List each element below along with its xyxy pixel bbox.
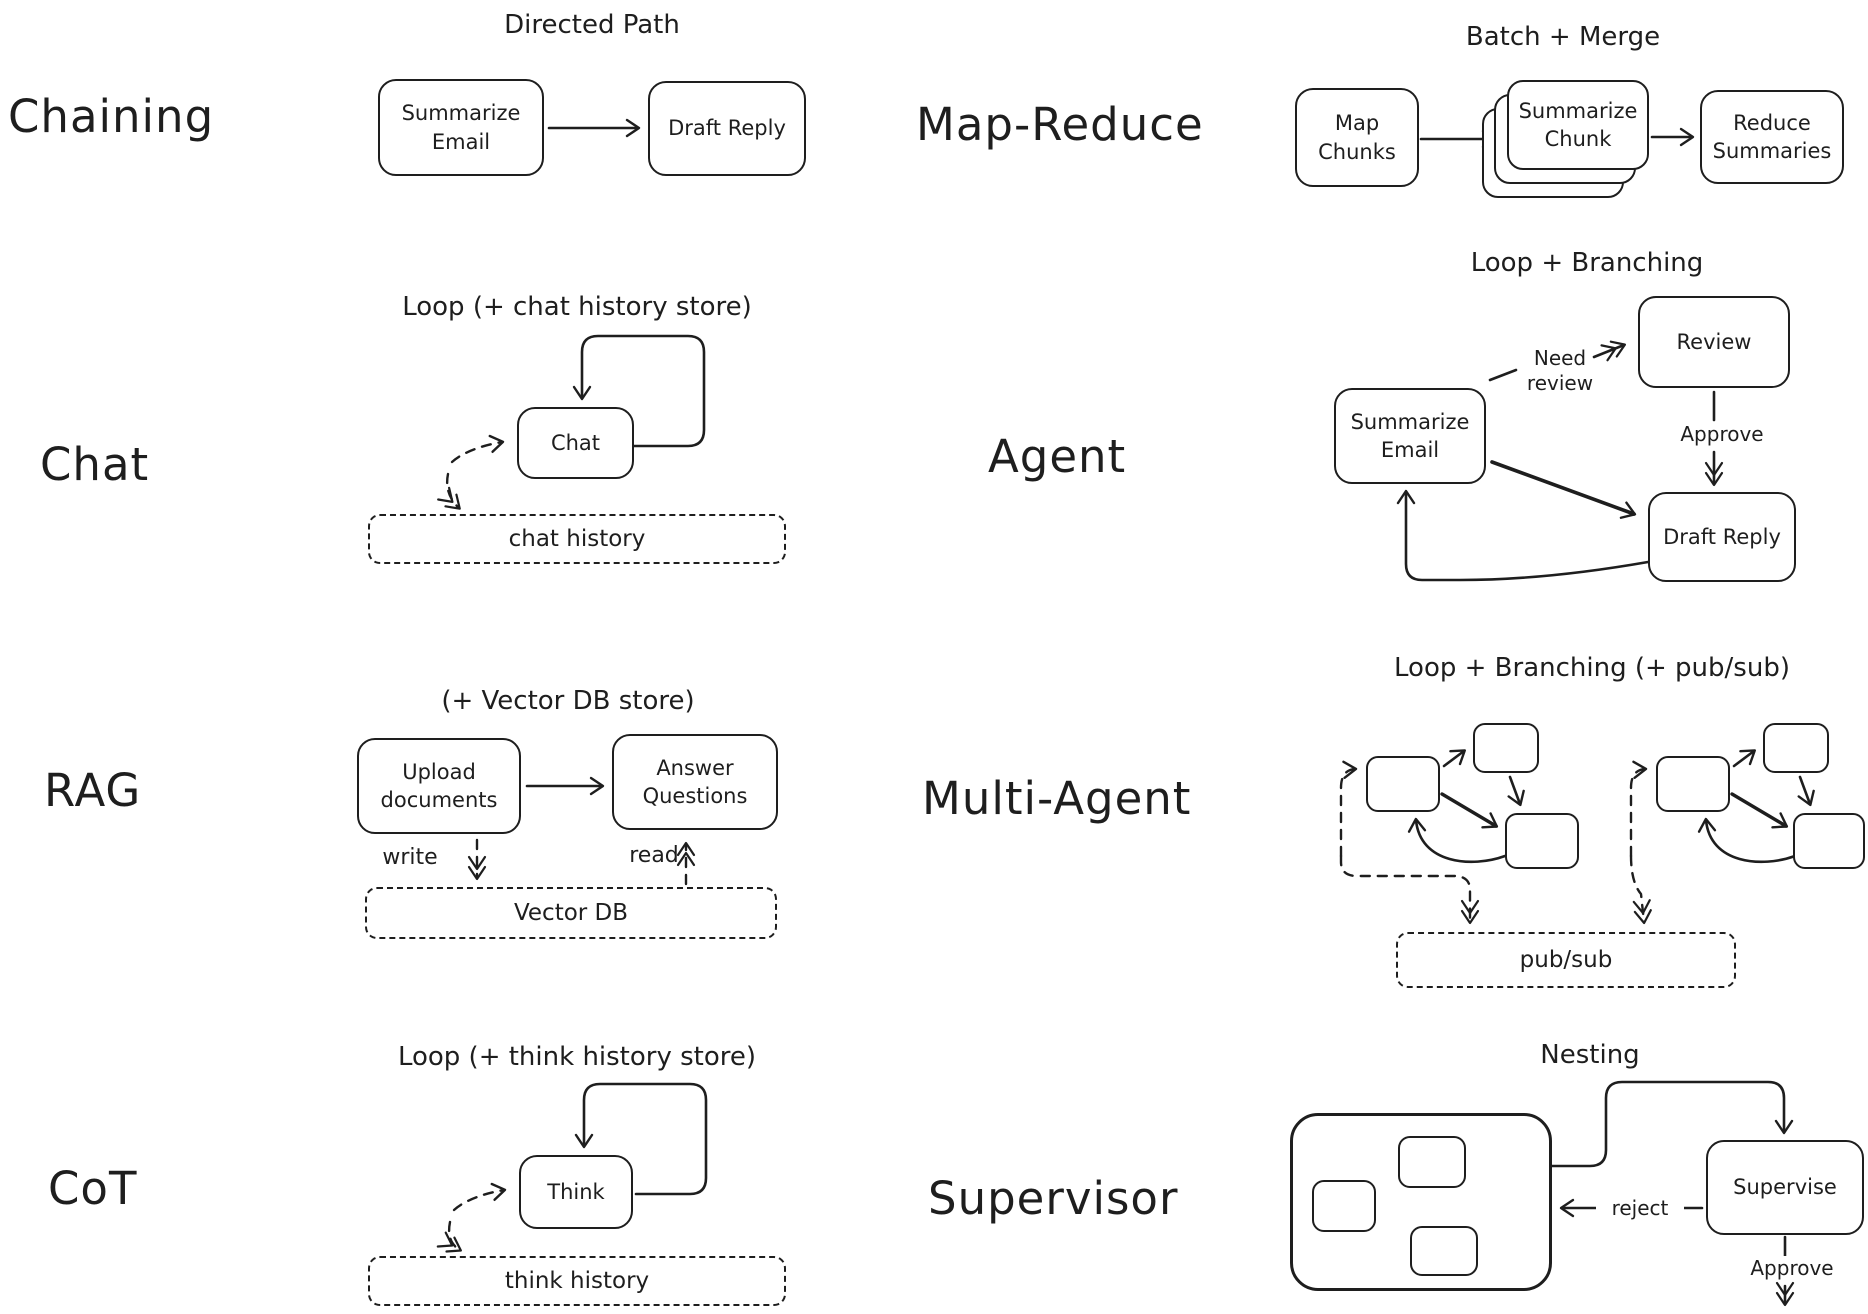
node-agent-review: Review [1638, 296, 1790, 388]
edge-summarize-to-draft [1490, 460, 1637, 519]
edge-need-review-tick [1488, 368, 1518, 382]
ma-a-loop-back [1407, 817, 1507, 864]
title-vector-db-store: (+ Vector DB store) [441, 686, 695, 716]
edge-label-reject: reject [1596, 1196, 1684, 1221]
edge-chat-to-history-dashed [437, 472, 461, 510]
title-chat-loop: Loop (+ chat history store) [402, 292, 752, 322]
supervisor-inner-left-box [1312, 1180, 1376, 1232]
ma-a-top-to-bottom [1507, 775, 1525, 807]
ma-b-input-dashed [1629, 760, 1648, 858]
store-chat-history: chat history [368, 514, 786, 564]
ma-b-to-pubsub-dashed [1629, 854, 1652, 925]
node-agent-summarize-email: Summarize Email [1334, 388, 1486, 484]
title-nesting: Nesting [1540, 1040, 1640, 1070]
multi-agent-b-main-box [1656, 756, 1730, 812]
edge-need-review-arrow [1592, 340, 1627, 362]
section-label-agent: Agent [988, 430, 1127, 483]
section-label-chat: Chat [40, 438, 150, 491]
section-label-cot: CoT [48, 1162, 138, 1215]
supervisor-inner-bottom-box [1410, 1226, 1478, 1276]
title-think-loop: Loop (+ think history store) [397, 1042, 757, 1072]
ma-b-main-to-bottom [1730, 792, 1789, 829]
title-batch-merge: Batch + Merge [1465, 22, 1661, 52]
edge-draft-loop-back [1396, 489, 1650, 582]
node-upload-documents: Upload documents [357, 738, 521, 834]
node-reduce-summaries: Reduce Summaries [1700, 90, 1844, 184]
ma-b-top-to-bottom [1797, 775, 1815, 807]
store-think-history: think history [368, 1256, 786, 1306]
multi-agent-a-bottom-box [1505, 813, 1579, 869]
edge-think-input-dashed [452, 1182, 507, 1212]
ma-a-main-to-bottom [1440, 792, 1499, 829]
store-pub-sub: pub/sub [1396, 932, 1736, 988]
edge-label-supervisor-approve: Approve [1740, 1256, 1844, 1281]
store-vector-db: Vector DB [365, 887, 777, 939]
edge-label-need-review: Need review [1526, 346, 1594, 395]
node-chat: Chat [517, 407, 634, 479]
title-directed-path: Directed Path [504, 10, 680, 40]
ma-b-main-to-top [1732, 749, 1757, 768]
node-answer-questions: Answer Questions [612, 734, 778, 830]
node-agent-draft-reply: Draft Reply [1648, 492, 1796, 582]
section-label-multi-agent: Multi-Agent [922, 772, 1192, 825]
node-chaining-draft-reply: Draft Reply [648, 81, 806, 176]
edge-label-approve: Approve [1671, 422, 1773, 447]
supervisor-inner-top-box [1398, 1136, 1466, 1188]
multi-agent-a-main-box [1366, 756, 1440, 812]
node-summarize-chunk: Summarize Chunk [1507, 80, 1649, 170]
section-label-map-reduce: Map-Reduce [916, 98, 1204, 151]
node-map-chunks: Map Chunks [1295, 88, 1419, 187]
ma-a-to-pubsub-dashed [1339, 854, 1480, 925]
ma-b-loop-back [1697, 817, 1797, 864]
ma-a-main-to-top [1442, 749, 1467, 768]
edge-label-read: read [629, 843, 679, 868]
edge-think-self-loop [574, 1082, 708, 1196]
edge-think-to-history-dashed [436, 1220, 462, 1253]
ma-a-input-dashed [1339, 760, 1358, 858]
edge-chat-self-loop [572, 334, 706, 448]
edge-chat-input-dashed [450, 434, 505, 464]
section-label-supervisor: Supervisor [928, 1172, 1179, 1225]
multi-agent-a-top-box [1473, 723, 1539, 773]
sv-container-to-supervise [1550, 1080, 1794, 1168]
multi-agent-b-top-box [1763, 723, 1829, 773]
section-label-rag: RAG [44, 764, 142, 817]
section-label-chaining: Chaining [8, 90, 215, 143]
title-loop-branching: Loop + Branching [1470, 248, 1704, 278]
node-think: Think [519, 1155, 633, 1229]
edge-label-write: write [382, 845, 438, 870]
multi-agent-b-bottom-box [1793, 813, 1865, 869]
node-chaining-summarize-email: Summarize Email [378, 79, 544, 176]
node-supervise: Supervise [1706, 1140, 1864, 1235]
title-loop-branching-pubsub: Loop + Branching (+ pub/sub) [1394, 653, 1790, 683]
